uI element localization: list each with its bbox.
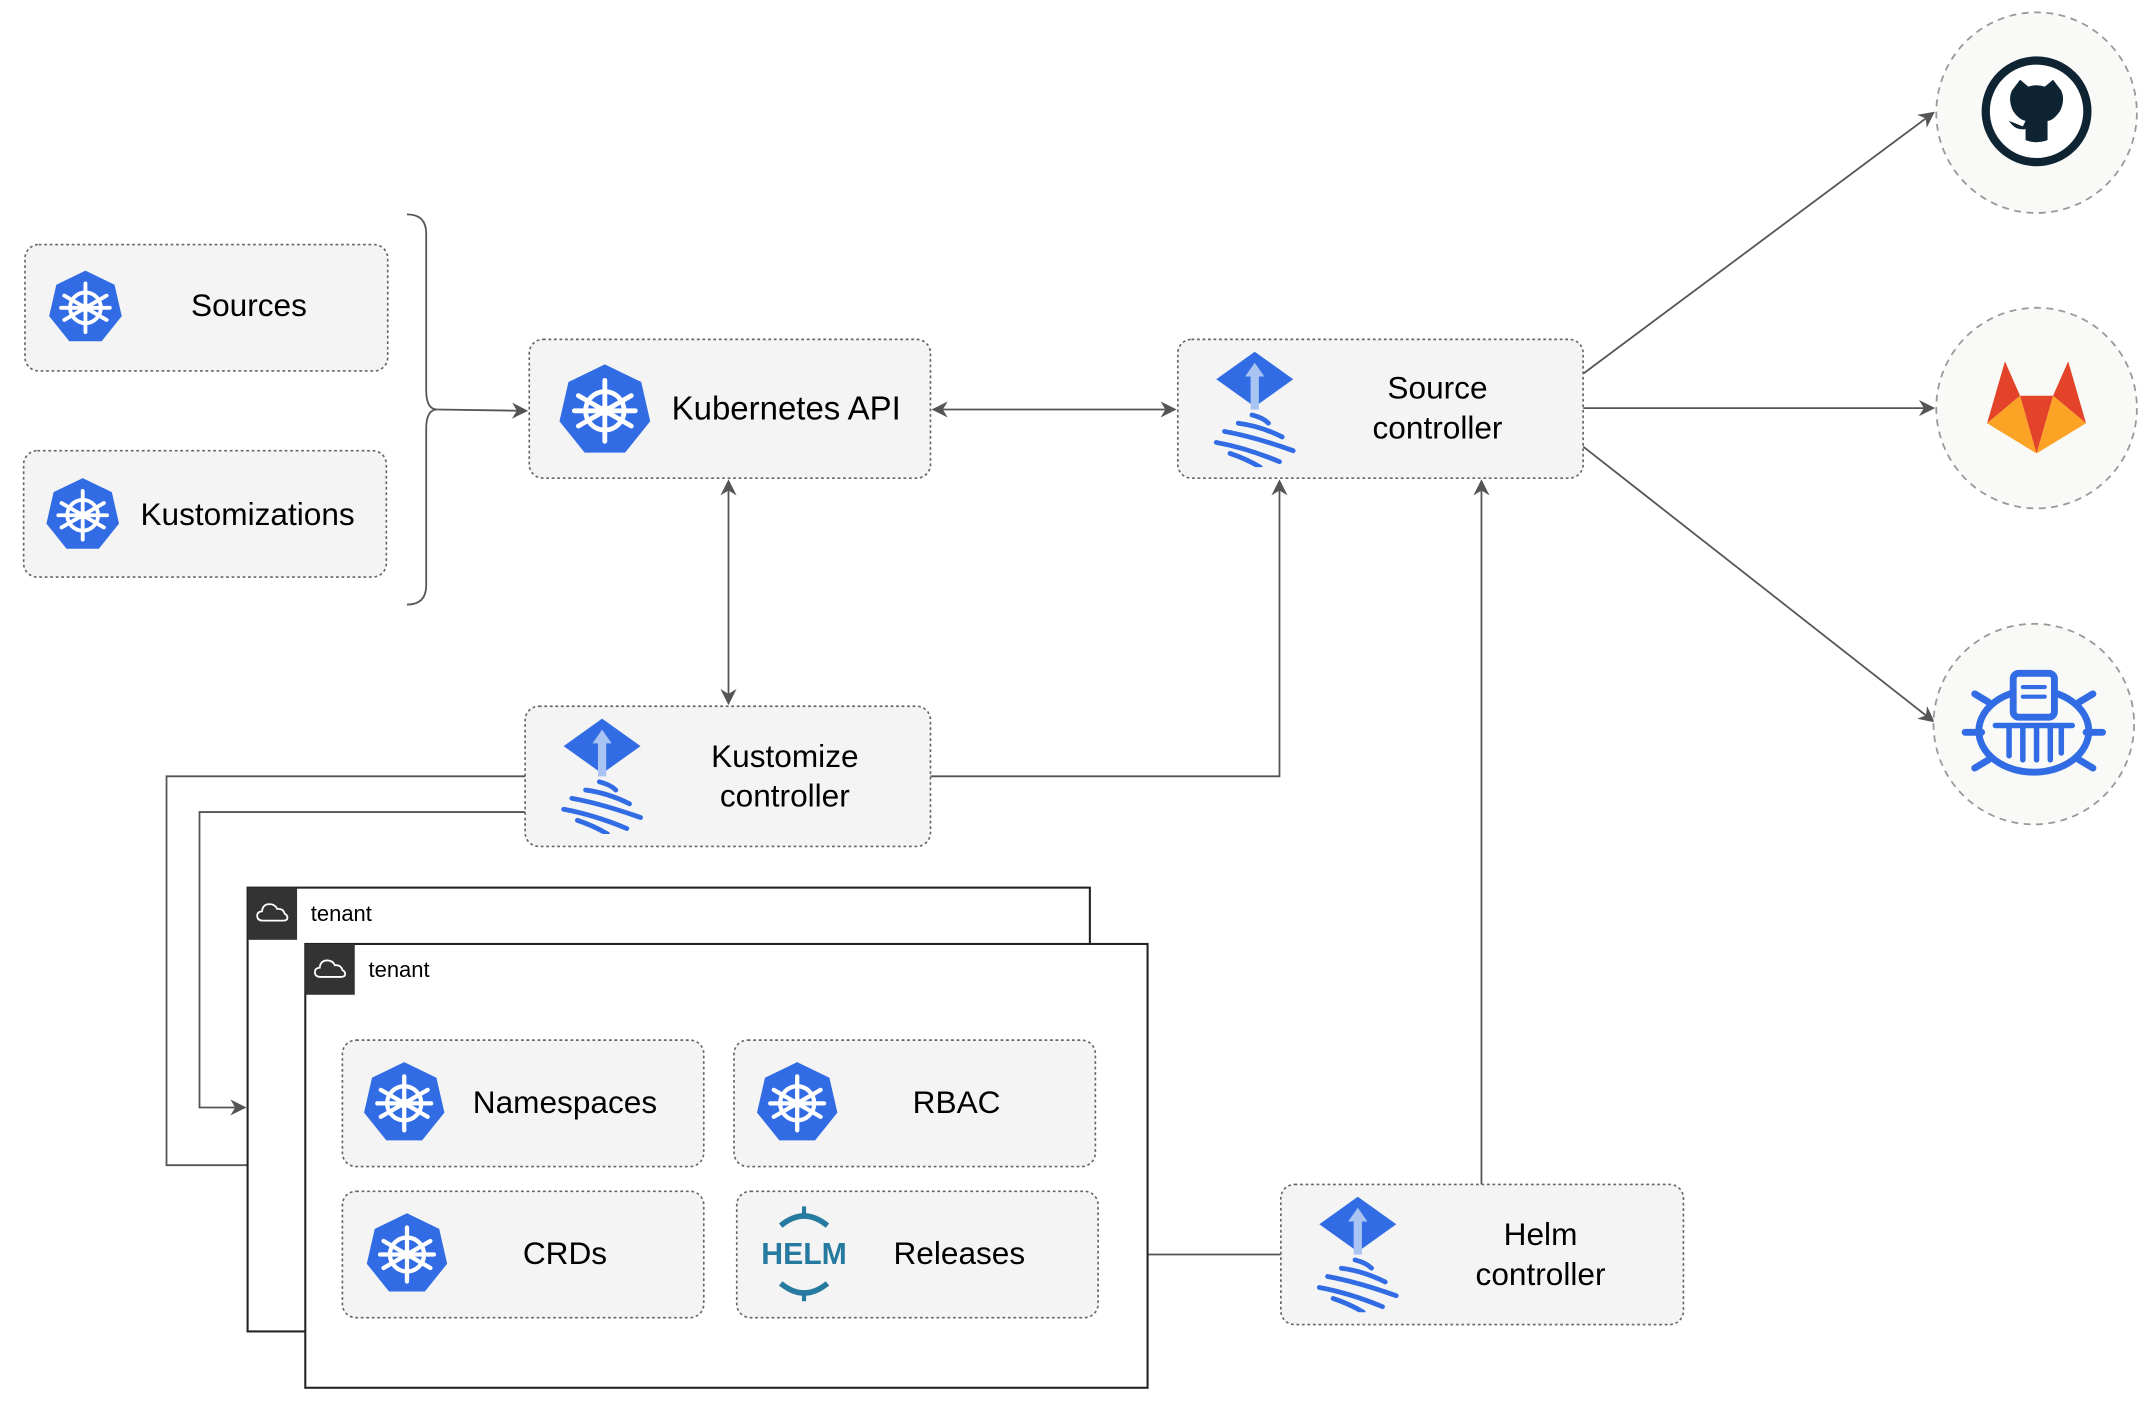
helm-logo-text: HELM	[761, 1238, 847, 1271]
tenant-back-label: tenant	[311, 901, 372, 926]
gitlab-node[interactable]	[1935, 306, 2138, 510]
node-rbac[interactable]: RBAC	[733, 1039, 1097, 1168]
edge-source-to-github	[1582, 111, 1935, 375]
edge-crds-to-kubernetes-api	[437, 402, 529, 419]
kustomize-controller-label-line1: Kustomize	[711, 738, 858, 774]
github-icon	[1981, 56, 2092, 167]
tenant-front-label: tenant	[369, 957, 430, 982]
node-releases[interactable]: HELM Releases	[735, 1190, 1099, 1319]
node-source-controller[interactable]: Source controller	[1176, 338, 1584, 479]
edge-kustomize-to-tenant-back	[198, 811, 526, 1116]
source-controller-label-line1: Source	[1387, 370, 1487, 406]
edge-kustomize-to-tenant-front	[165, 775, 526, 1174]
node-helm-controller[interactable]: Helm controller	[1280, 1183, 1685, 1326]
bucket-icon	[1961, 669, 2106, 776]
helm-icon: HELM	[761, 1206, 847, 1302]
helm-controller-label-line2: controller	[1476, 1256, 1606, 1292]
sources-brace	[406, 213, 438, 606]
node-crds[interactable]: CRDs	[341, 1190, 705, 1319]
edge-source-to-bucket	[1582, 445, 1935, 723]
node-kubernetes-api[interactable]: Kubernetes API	[528, 338, 932, 479]
gitlab-icon	[1987, 361, 2087, 454]
kubernetes-api-label: Kubernetes API	[672, 390, 901, 427]
namespaces-label: Namespaces	[473, 1084, 657, 1120]
node-namespaces[interactable]: Namespaces	[341, 1039, 705, 1168]
kustomize-controller-label-line2: controller	[720, 778, 850, 814]
node-kustomize-controller[interactable]: Kustomize controller	[524, 705, 932, 848]
github-node[interactable]	[1935, 11, 2138, 214]
releases-label: Releases	[893, 1235, 1025, 1271]
tenant-front[interactable]: tenant Namespaces RBAC CRDs HELM	[304, 942, 1149, 1389]
sources-label: Sources	[191, 287, 307, 323]
source-controller-label-line2: controller	[1373, 409, 1503, 445]
node-kustomizations[interactable]: Kustomizations	[22, 449, 388, 578]
edge-kustomize-to-source-controller	[930, 479, 1288, 778]
node-sources[interactable]: Sources	[24, 243, 389, 372]
rbac-label: RBAC	[913, 1084, 1001, 1120]
bucket-node[interactable]	[1932, 622, 2136, 826]
kustomizations-label: Kustomizations	[140, 496, 354, 532]
helm-controller-label-line1: Helm	[1504, 1216, 1578, 1252]
crds-label: CRDs	[523, 1235, 607, 1271]
